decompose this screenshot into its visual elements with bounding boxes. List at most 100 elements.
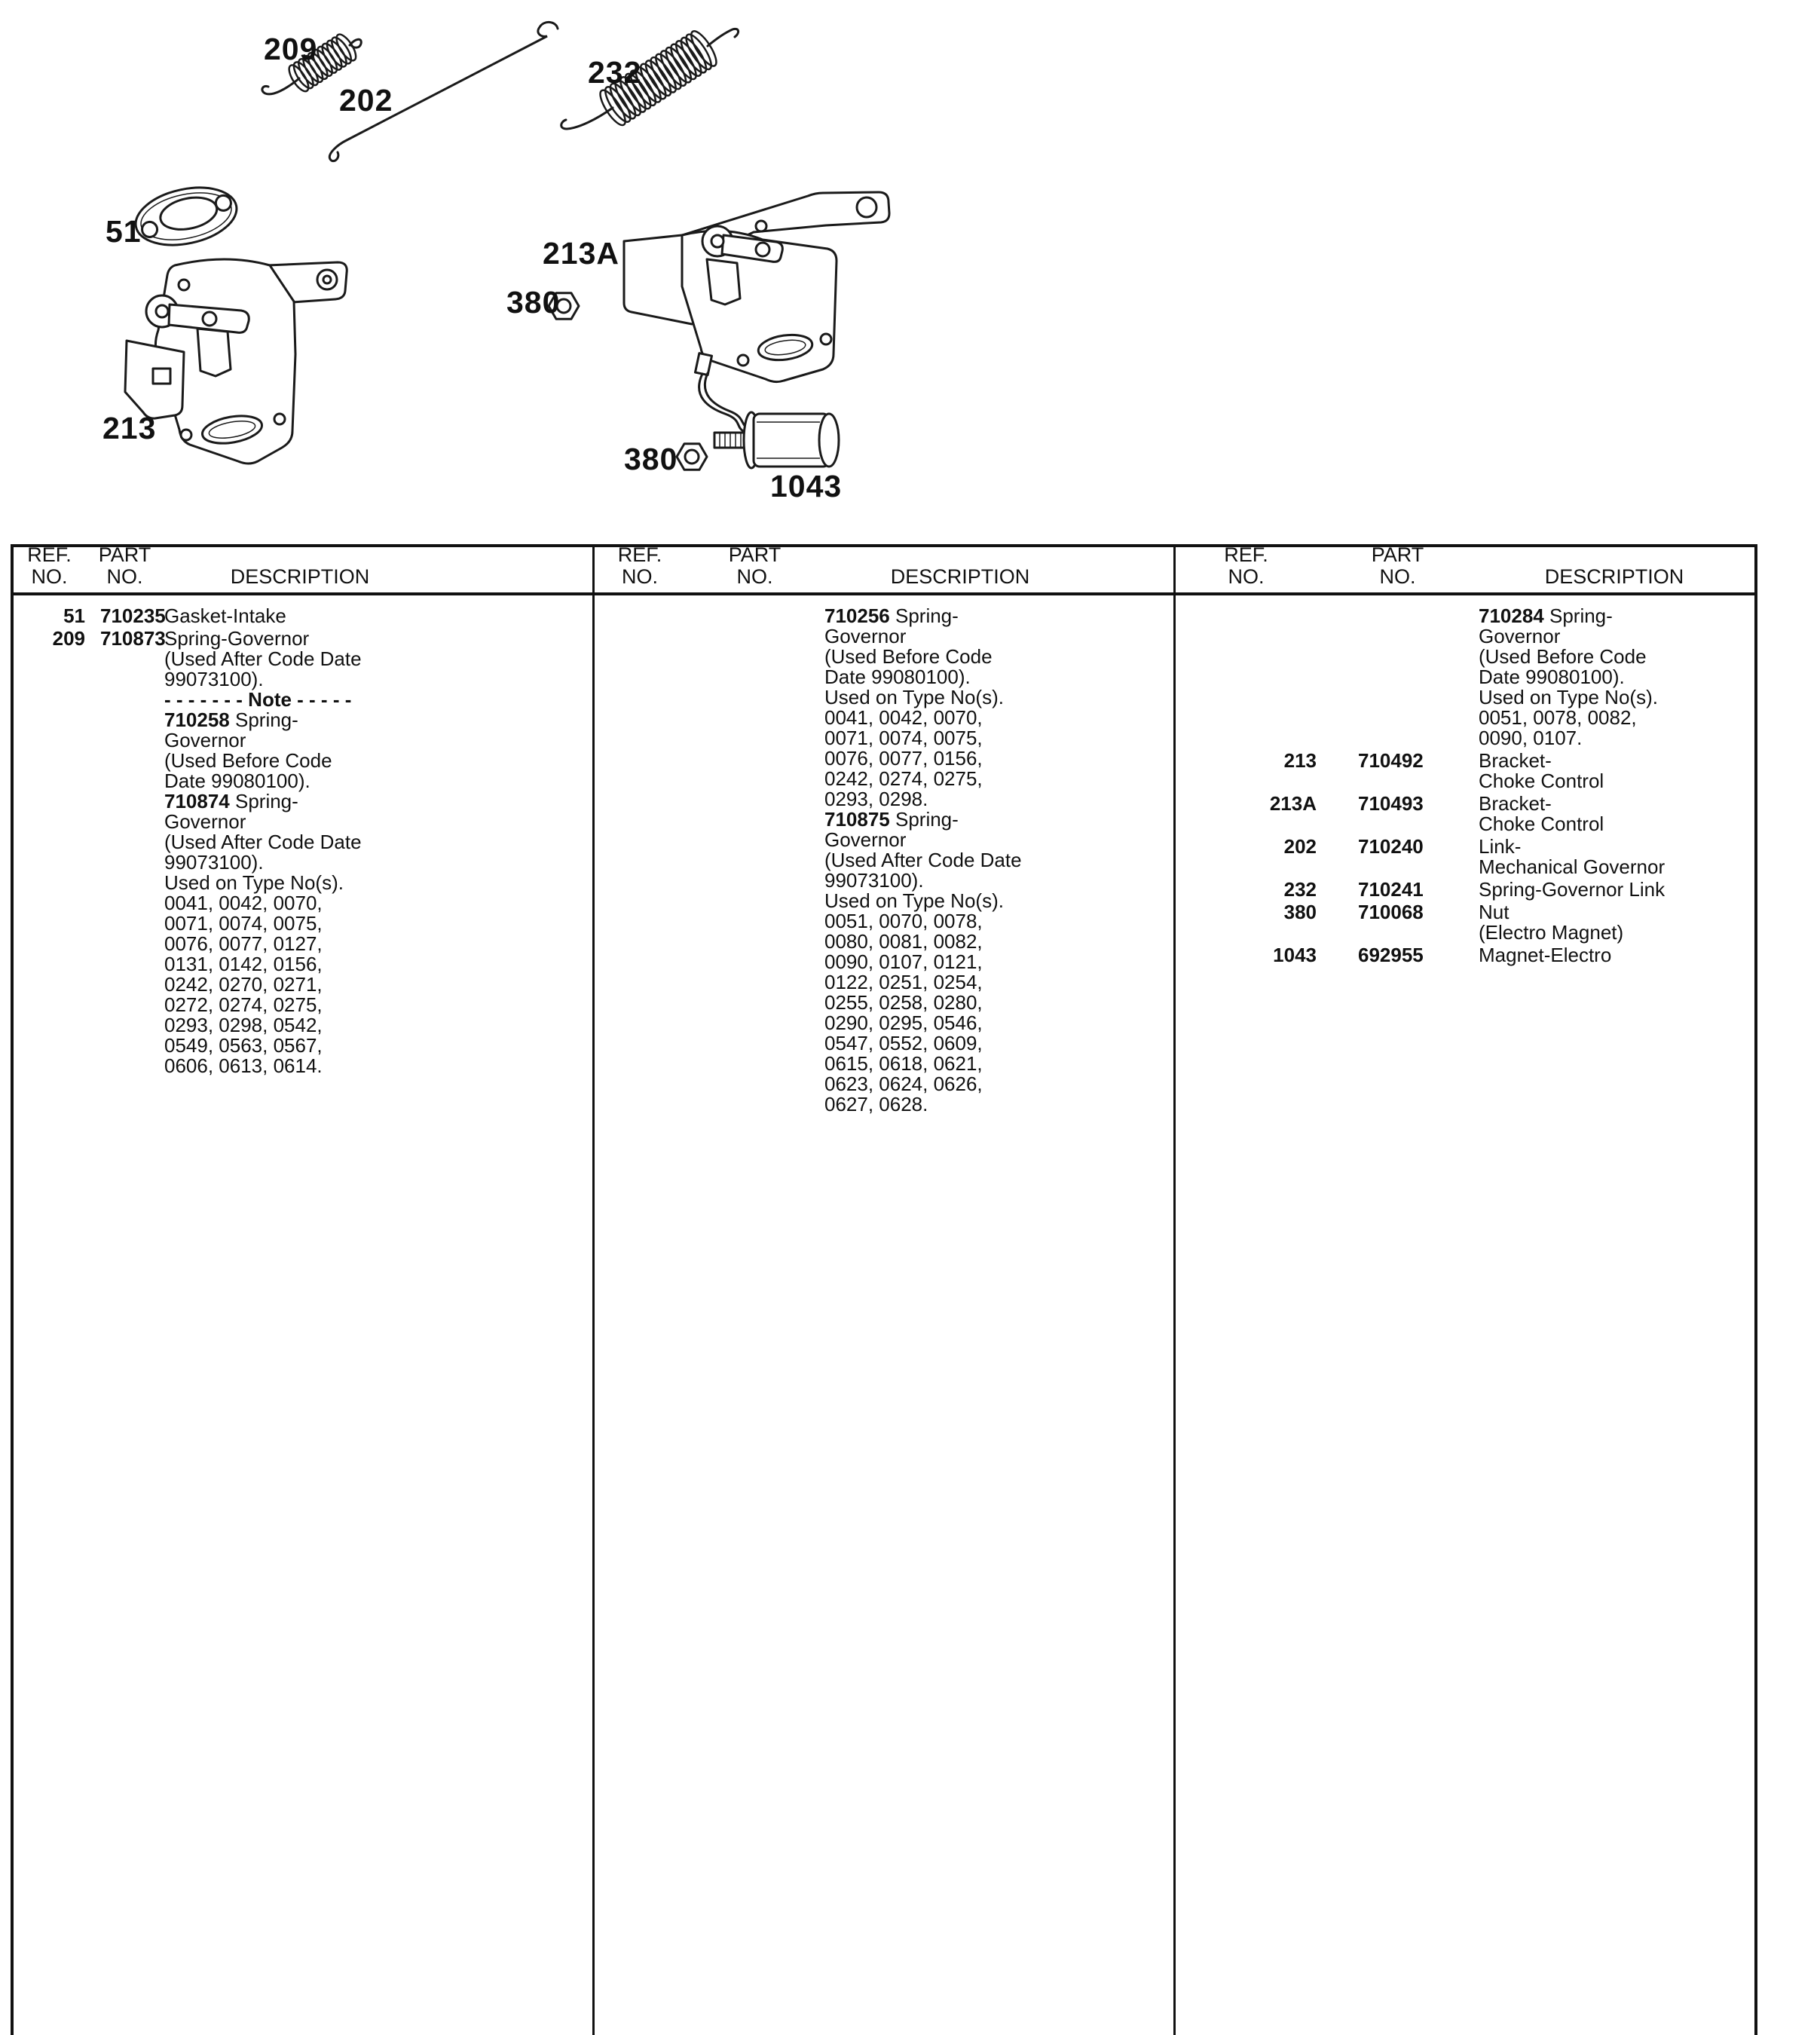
- description-line: 0041, 0042, 0070,: [824, 706, 983, 729]
- choke-bracket-213a-icon: [622, 191, 891, 384]
- description-line: Bracket-: [1479, 792, 1552, 815]
- description-line: 0131, 0142, 0156,: [164, 953, 323, 975]
- description-line: 0290, 0295, 0546,: [824, 1011, 983, 1034]
- ref-no-cell: 1043: [1273, 944, 1317, 966]
- header-part-line2: NO.: [1379, 565, 1416, 588]
- description-line: Used on Type No(s).: [1479, 686, 1658, 708]
- description-line: 710258 Spring-: [164, 708, 298, 731]
- choke-bracket-213-icon: [124, 258, 348, 465]
- description-line: Choke Control: [1479, 770, 1604, 792]
- description-line: 0242, 0270, 0271,: [164, 973, 323, 996]
- ref-no-cell: 232: [1283, 878, 1317, 901]
- part-label-213A: 213A: [543, 236, 620, 271]
- description-line: Spring-Governor: [164, 627, 310, 650]
- part-label-380-bottom: 380: [624, 442, 678, 476]
- description-line: 0549, 0563, 0567,: [164, 1034, 323, 1057]
- part-no-cell: [1317, 606, 1479, 748]
- description-line: Governor: [1479, 625, 1561, 647]
- gasket-51-icon: [134, 186, 238, 246]
- part-no-cell: [685, 606, 824, 1115]
- description-line: 0090, 0107, 0121,: [824, 950, 983, 973]
- part-no-cell: 710873: [100, 627, 166, 650]
- description-line: (Electro Magnet): [1479, 921, 1624, 944]
- description-line: Link-: [1479, 835, 1522, 858]
- part-label-1043: 1043: [770, 469, 843, 503]
- governor-link-202-icon: [328, 21, 559, 163]
- description-line: (Used After Code Date: [824, 849, 1022, 871]
- header-description: DESCRIPTION: [890, 565, 1030, 588]
- header-ref-line2: NO.: [621, 565, 658, 588]
- description-line: Governor: [824, 625, 907, 647]
- parts-entry-232: 232 710241 Spring-Governor Link: [1176, 880, 1754, 900]
- part-no-cell: 710493: [1358, 792, 1424, 815]
- description-line: Used on Type No(s).: [164, 871, 344, 894]
- ref-no-cell: 380: [1283, 901, 1317, 923]
- part-label-51: 51: [106, 214, 142, 249]
- part-label-209: 209: [264, 32, 318, 66]
- description-line: 0242, 0274, 0275,: [824, 767, 983, 790]
- description-line: (Used Before Code: [164, 749, 332, 772]
- description-line: 0076, 0077, 0156,: [824, 747, 983, 770]
- part-label-380-top: 380: [506, 285, 561, 320]
- description-line: 710874 Spring-: [164, 790, 298, 812]
- description-cell: Gasket-Intake: [164, 606, 592, 626]
- spring-232-hook-icon: [560, 27, 739, 130]
- description-line: 710256 Spring-: [824, 604, 959, 627]
- description-line: 99073100).: [824, 869, 924, 892]
- description-line: Magnet-Electro: [1479, 944, 1612, 966]
- part-no-cell: 692955: [1358, 944, 1424, 966]
- header-ref-line2: NO.: [31, 565, 68, 588]
- part-label-202: 202: [339, 83, 393, 118]
- description-line: 0547, 0552, 0609,: [824, 1032, 983, 1054]
- description-cell: Bracket-Choke Control: [1479, 751, 1754, 791]
- description-line: 0293, 0298, 0542,: [164, 1014, 323, 1036]
- part-no-cell: 710241: [1358, 878, 1424, 901]
- description-line: 0122, 0251, 0254,: [824, 971, 983, 993]
- description-line: Date 99080100).: [1479, 666, 1625, 688]
- part-no-cell: 710492: [1358, 749, 1424, 772]
- description-line: 710284 Spring-: [1479, 604, 1613, 627]
- description-line: 99073100).: [164, 851, 264, 874]
- header-description: DESCRIPTION: [230, 565, 370, 588]
- table-header: REF. NO. PART NO. DESCRIPTION: [14, 544, 592, 595]
- ref-no-cell: 209: [52, 627, 85, 650]
- table-header: REF. NO. PART NO. DESCRIPTION: [1176, 543, 1754, 595]
- description-cell: Magnet-Electro: [1479, 945, 1754, 965]
- description-line: Governor: [164, 810, 246, 833]
- description-line: 0623, 0624, 0626,: [824, 1073, 983, 1095]
- header-part-line1: PART: [728, 543, 782, 566]
- description-line: - - - - - - - Note - - - - -: [164, 688, 352, 711]
- description-line: 710875 Spring-: [824, 808, 959, 831]
- table-column-3: REF. NO. PART NO. DESCRIPTION 710284 Spr…: [1173, 543, 1754, 2035]
- description-line: Choke Control: [1479, 812, 1604, 835]
- parts-entry-1043: 1043 692955 Magnet-Electro: [1176, 945, 1754, 965]
- description-cell: Spring-Governor Link: [1479, 880, 1754, 900]
- header-part-no: PART NO.: [85, 544, 164, 588]
- header-part-line1: PART: [1371, 543, 1424, 566]
- description-line: 0071, 0074, 0075,: [824, 727, 983, 749]
- description-line: 0041, 0042, 0070,: [164, 892, 323, 914]
- ref-no-cell: [1176, 606, 1317, 748]
- header-part-no: PART NO.: [1317, 544, 1479, 588]
- part-no-cell: 710240: [1358, 835, 1424, 858]
- nut-380-bottom-icon: [675, 442, 708, 471]
- spring-232-icon: [599, 30, 717, 127]
- description-line: Used on Type No(s).: [824, 686, 1004, 708]
- header-ref-line2: NO.: [1228, 565, 1265, 588]
- header-ref-line1: REF.: [1224, 543, 1268, 566]
- ref-no-cell: [595, 606, 685, 1115]
- description-line: Nut: [1479, 901, 1510, 923]
- table-header: REF. NO. PART NO. DESCRIPTION: [595, 543, 1173, 595]
